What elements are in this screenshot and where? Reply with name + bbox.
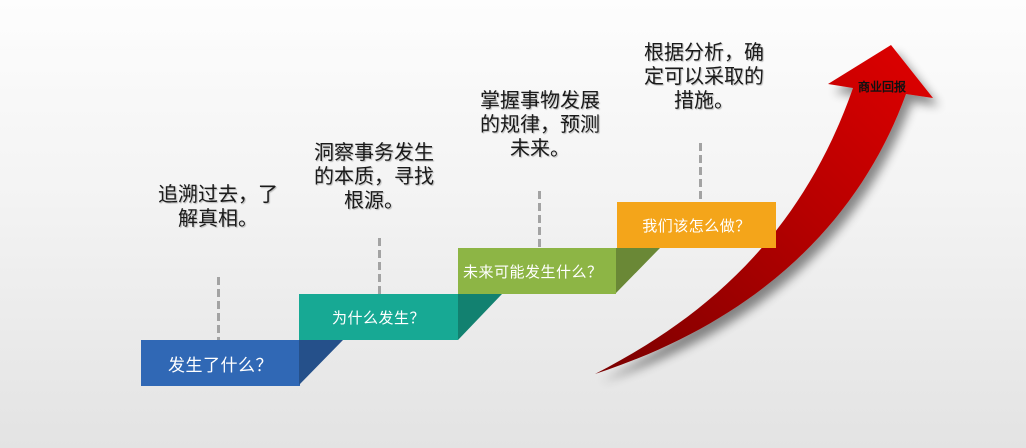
step-1-label: 发生了什么？	[168, 355, 273, 376]
step-1-description: 追溯过去，了 解真相。	[148, 182, 288, 230]
description-line: 掌握事物发展	[480, 88, 600, 112]
description-line: 措施。	[674, 88, 734, 112]
description-line: 根据分析，确	[644, 40, 764, 64]
step-2-label: 为什么发生？	[331, 308, 425, 327]
connector-line-3	[538, 191, 541, 248]
step-3-box: 未来可能发生什么？	[458, 248, 616, 294]
step-2-description: 洞察事务发生 的本质，寻找 根源。	[304, 140, 444, 212]
description-line: 的规律，预测	[480, 112, 600, 136]
step-1-box: 发生了什么？	[141, 340, 300, 386]
step-2-box: 为什么发生？	[299, 294, 458, 340]
step-4-label: 我们该怎么做？	[642, 216, 751, 235]
description-line: 根源。	[344, 188, 404, 212]
step-3-description: 掌握事物发展 的规律，预测 未来。	[470, 88, 610, 160]
description-line: 的本质，寻找	[314, 164, 434, 188]
arrow-label: 商业回报	[858, 80, 907, 94]
description-line: 定可以采取的	[644, 64, 764, 88]
description-line: 解真相。	[178, 206, 258, 230]
step-2-fold	[458, 294, 502, 340]
step-3-fold	[616, 248, 660, 293]
step-3-label: 未来可能发生什么？	[463, 262, 603, 281]
description-line: 追溯过去，了	[158, 182, 278, 206]
connector-line-2	[378, 238, 381, 294]
description-line: 未来。	[510, 136, 570, 160]
connector-line-4	[699, 143, 702, 202]
step-4-box: 我们该怎么做？	[617, 202, 776, 248]
description-line: 洞察事务发生	[314, 140, 434, 164]
step-4-description: 根据分析，确 定可以采取的 措施。	[634, 40, 774, 112]
connector-line-1	[217, 277, 220, 340]
step-1-fold	[299, 340, 343, 385]
